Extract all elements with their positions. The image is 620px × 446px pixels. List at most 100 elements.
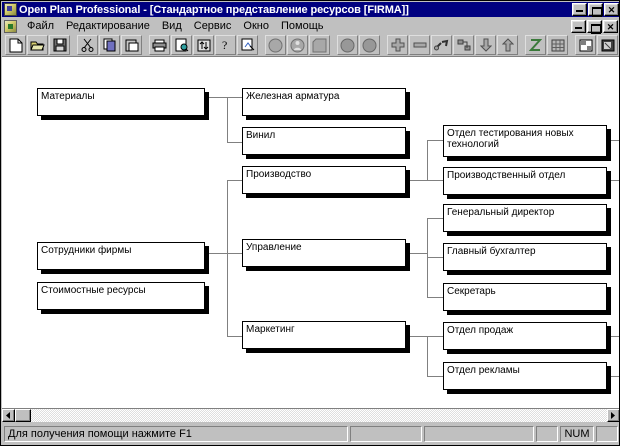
menu-item-window[interactable]: Окно [243, 20, 269, 32]
menu-item-view[interactable]: Вид [161, 20, 182, 32]
window-controls: ✕ [572, 3, 619, 16]
diagram-node-gl-buhgalter[interactable]: Главный бухгалтер [443, 243, 607, 271]
diagram-node-sotrudniki[interactable]: Сотрудники фирмы [37, 242, 205, 270]
scroll-left-arrow-icon[interactable] [2, 409, 15, 422]
diagram-node-label: Винил [246, 130, 276, 141]
diagram-node-stoimostnye[interactable]: Стоимостные ресурсы [37, 282, 205, 310]
diagram-node-vinil[interactable]: Винил [242, 127, 406, 155]
diagram-node-label: Стоимостные ресурсы [41, 285, 146, 296]
menu-item-service[interactable]: Сервис [193, 20, 232, 32]
table-icon[interactable] [547, 35, 568, 55]
diagram-node-label: Отдел продаж [447, 325, 514, 336]
diagram-node-proizv-otdel[interactable]: Производственный отдел [443, 167, 607, 195]
help-question-icon[interactable]: ? [215, 35, 236, 55]
paste-icon[interactable] [121, 35, 142, 55]
mdi-window-controls: ✕ [571, 19, 618, 33]
scrollbar-thumb[interactable] [15, 409, 31, 422]
diagram-connector [611, 376, 619, 377]
diagram-node-otdel-prodazh[interactable]: Отдел продаж [443, 322, 607, 350]
layout-icon[interactable] [575, 35, 596, 55]
restore-button[interactable] [588, 3, 603, 16]
circle-resource-icon[interactable] [265, 35, 286, 55]
diagram-connector [227, 180, 228, 336]
diagram-connector [227, 336, 242, 337]
diagram-node-label: Сотрудники фирмы [41, 245, 132, 256]
diagram-connector [227, 142, 242, 143]
diagram-node-label: Материалы [41, 91, 95, 102]
arrow-down-icon[interactable] [475, 35, 496, 55]
diagram-node-upravlenie[interactable]: Управление [242, 239, 406, 267]
diagram-node-armatura[interactable]: Железная арматура [242, 88, 406, 116]
diagram-connector [227, 253, 242, 254]
diagram-connector [611, 140, 619, 141]
horizontal-scrollbar[interactable] [2, 408, 619, 422]
circle-filled-icon[interactable] [337, 35, 358, 55]
diagram-connector [427, 297, 443, 298]
diagram-node-label: Железная арматура [246, 91, 340, 102]
diagram-connector [427, 140, 428, 181]
diagram-node-marketing[interactable]: Маркетинг [242, 321, 406, 349]
save-disk-icon[interactable] [49, 35, 70, 55]
diagram-connector [427, 336, 443, 337]
diagram-connector [227, 180, 242, 181]
window-title: Open Plan Professional - [Стандартное пр… [19, 3, 409, 16]
close-button[interactable]: ✕ [604, 3, 619, 16]
diagram-connector [406, 336, 428, 337]
diagram-node-materialy[interactable]: Материалы [37, 88, 205, 116]
sort-icon[interactable] [193, 35, 214, 55]
plus-add-icon[interactable] [387, 35, 408, 55]
diagram-node-label: Отдел тестирования новых технологий [447, 128, 574, 150]
link-icon[interactable] [431, 35, 452, 55]
diagram-node-proizvodstvo[interactable]: Производство [242, 166, 406, 194]
diagram-node-label: Производство [246, 169, 312, 180]
mdi-close-button[interactable]: ✕ [603, 19, 618, 33]
diagram-node-label: Главный бухгалтер [447, 246, 536, 257]
circle-person-icon[interactable] [287, 35, 308, 55]
menu-bar: Файл Редактирование Вид Сервис Окно Помо… [2, 18, 619, 34]
diagram-node-label: Управление [246, 242, 302, 253]
diagram-node-otdel-reklamy[interactable]: Отдел рекламы [443, 362, 607, 390]
shape-node-icon[interactable] [309, 35, 330, 55]
circle-filled2-icon[interactable] [359, 35, 380, 55]
menu-item-edit[interactable]: Редактирование [66, 20, 150, 32]
fit-window-icon[interactable] [597, 35, 618, 55]
diagram-node-sekretar[interactable]: Секретарь [443, 283, 607, 311]
print-preview-icon[interactable] [171, 35, 192, 55]
diagram-connector [227, 97, 228, 142]
minus-remove-icon[interactable] [409, 35, 430, 55]
steps-icon[interactable] [453, 35, 474, 55]
scrollbar-track[interactable] [31, 409, 607, 422]
document-icon[interactable] [4, 19, 17, 33]
minimize-button[interactable] [572, 3, 587, 16]
cut-scissors-icon[interactable] [77, 35, 98, 55]
print-icon[interactable] [149, 35, 170, 55]
arrow-up-icon[interactable] [497, 35, 518, 55]
status-panel-1 [350, 426, 422, 442]
open-folder-icon[interactable] [27, 35, 48, 55]
mdi-minimize-button[interactable] [571, 19, 586, 33]
zigzag-icon[interactable] [525, 35, 546, 55]
status-help-text: Для получения помощи нажмите F1 [4, 426, 348, 442]
diagram-connector [205, 253, 227, 254]
copy-icon[interactable] [99, 35, 120, 55]
menu-item-file[interactable]: Файл [27, 20, 55, 32]
diagram-node-gen-direktor[interactable]: Генеральный директор [443, 204, 607, 232]
mdi-restore-button[interactable] [587, 19, 602, 33]
scroll-right-arrow-icon[interactable] [607, 409, 619, 422]
svg-text:?: ? [222, 38, 227, 52]
diagram-node-label: Генеральный директор [447, 207, 555, 218]
diagram-connector [611, 180, 619, 181]
context-help-icon[interactable] [237, 35, 258, 55]
new-file-icon[interactable] [5, 35, 26, 55]
menu-item-help[interactable]: Помощь [280, 20, 324, 32]
status-panel-4 [596, 426, 618, 442]
diagram-connector [427, 140, 443, 141]
diagram-connector [427, 336, 428, 377]
status-num-indicator: NUM [560, 426, 594, 442]
diagram-node-otdel-test[interactable]: Отдел тестирования новых технологий [443, 125, 607, 157]
title-bar[interactable]: Open Plan Professional - [Стандартное пр… [2, 2, 619, 17]
toolbar: ? [2, 34, 619, 57]
